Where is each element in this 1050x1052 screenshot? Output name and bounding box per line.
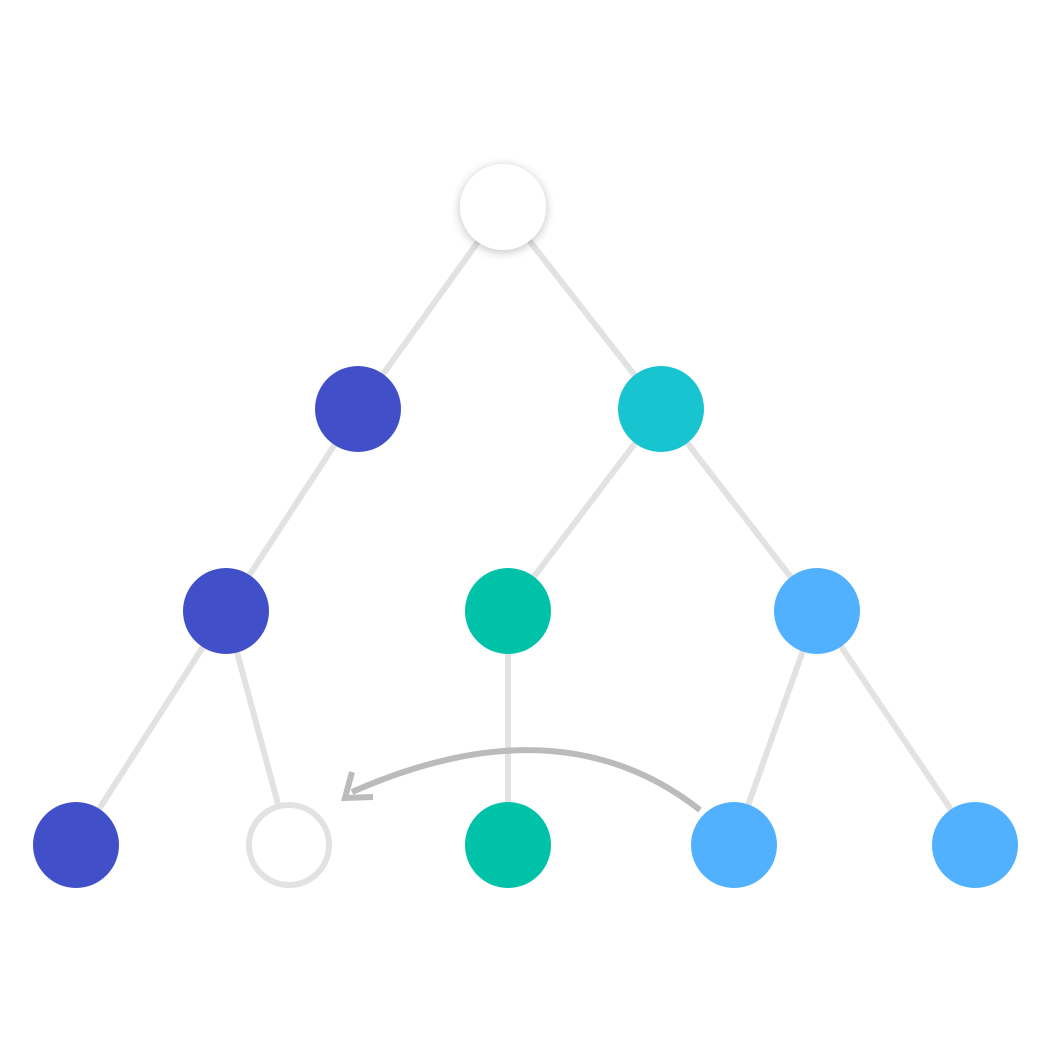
edge-b2-b2b <box>814 609 978 847</box>
node-b1 <box>465 568 551 654</box>
node-a1a <box>33 802 119 888</box>
node-a1 <box>183 568 269 654</box>
node-a <box>315 366 401 452</box>
node-b <box>618 366 704 452</box>
node-a1b <box>246 802 332 888</box>
node-b2b <box>932 802 1018 888</box>
edge-a1-a1a <box>73 609 229 847</box>
move-arrow <box>341 747 702 813</box>
arrow-curve <box>350 747 702 813</box>
node-b2 <box>774 568 860 654</box>
node-b2a <box>691 802 777 888</box>
node-b1a <box>465 802 551 888</box>
arrow-head-icon <box>341 771 374 802</box>
node-root <box>460 164 546 250</box>
nodes <box>33 164 1018 888</box>
